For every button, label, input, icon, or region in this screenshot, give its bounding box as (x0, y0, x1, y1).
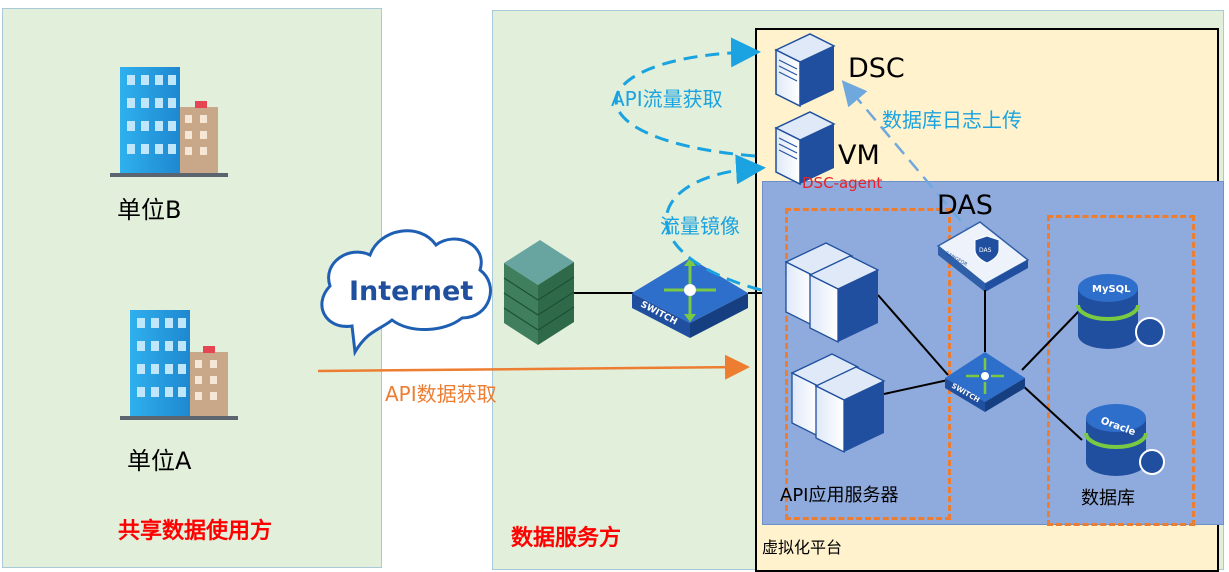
dsc-server-icon (774, 33, 836, 108)
org-a-label: 单位A (127, 447, 192, 475)
das-device-text: DAS (979, 247, 992, 254)
database-label: 数据库 (1081, 488, 1135, 509)
virtual-platform-title: 虚拟化平台 (762, 538, 843, 557)
das-label: DAS (937, 190, 993, 221)
vm-server-icon (774, 111, 836, 186)
api-traffic-label: API流量获取 (611, 87, 723, 111)
data-consumer-panel (2, 8, 382, 568)
oracle-database-icon (1084, 404, 1165, 476)
dsc-agent-label: DSC-agent (802, 174, 883, 192)
database-group-box (1047, 215, 1195, 526)
main-switch-icon (632, 258, 748, 338)
internet-cloud-icon (320, 229, 492, 357)
api-server-group-box (785, 208, 951, 520)
api-server-cluster-icon (784, 242, 886, 454)
api-fetch-label: API数据获取 (385, 382, 497, 406)
api-servers-label: API应用服务器 (780, 485, 899, 506)
firewall-icon (503, 240, 575, 345)
connection-lines (877, 290, 1083, 441)
internet-label: Internet (349, 276, 474, 307)
data-consumer-title: 共享数据使用方 (118, 519, 273, 544)
vm-label: VM (838, 140, 880, 171)
dsc-label: DSC (848, 53, 905, 84)
traffic-mirror-label: 流量镜像 (660, 214, 740, 238)
org-b-label: 单位B (117, 196, 182, 224)
db-log-upload-label: 数据库日志上传 (882, 108, 1022, 132)
mysql-database-icon (1076, 274, 1165, 349)
mysql-text: MySQL (1092, 284, 1131, 295)
das-appliance-icon (936, 221, 1030, 292)
internal-switch-icon (945, 352, 1025, 412)
data-provider-title: 数据服务方 (511, 526, 622, 551)
